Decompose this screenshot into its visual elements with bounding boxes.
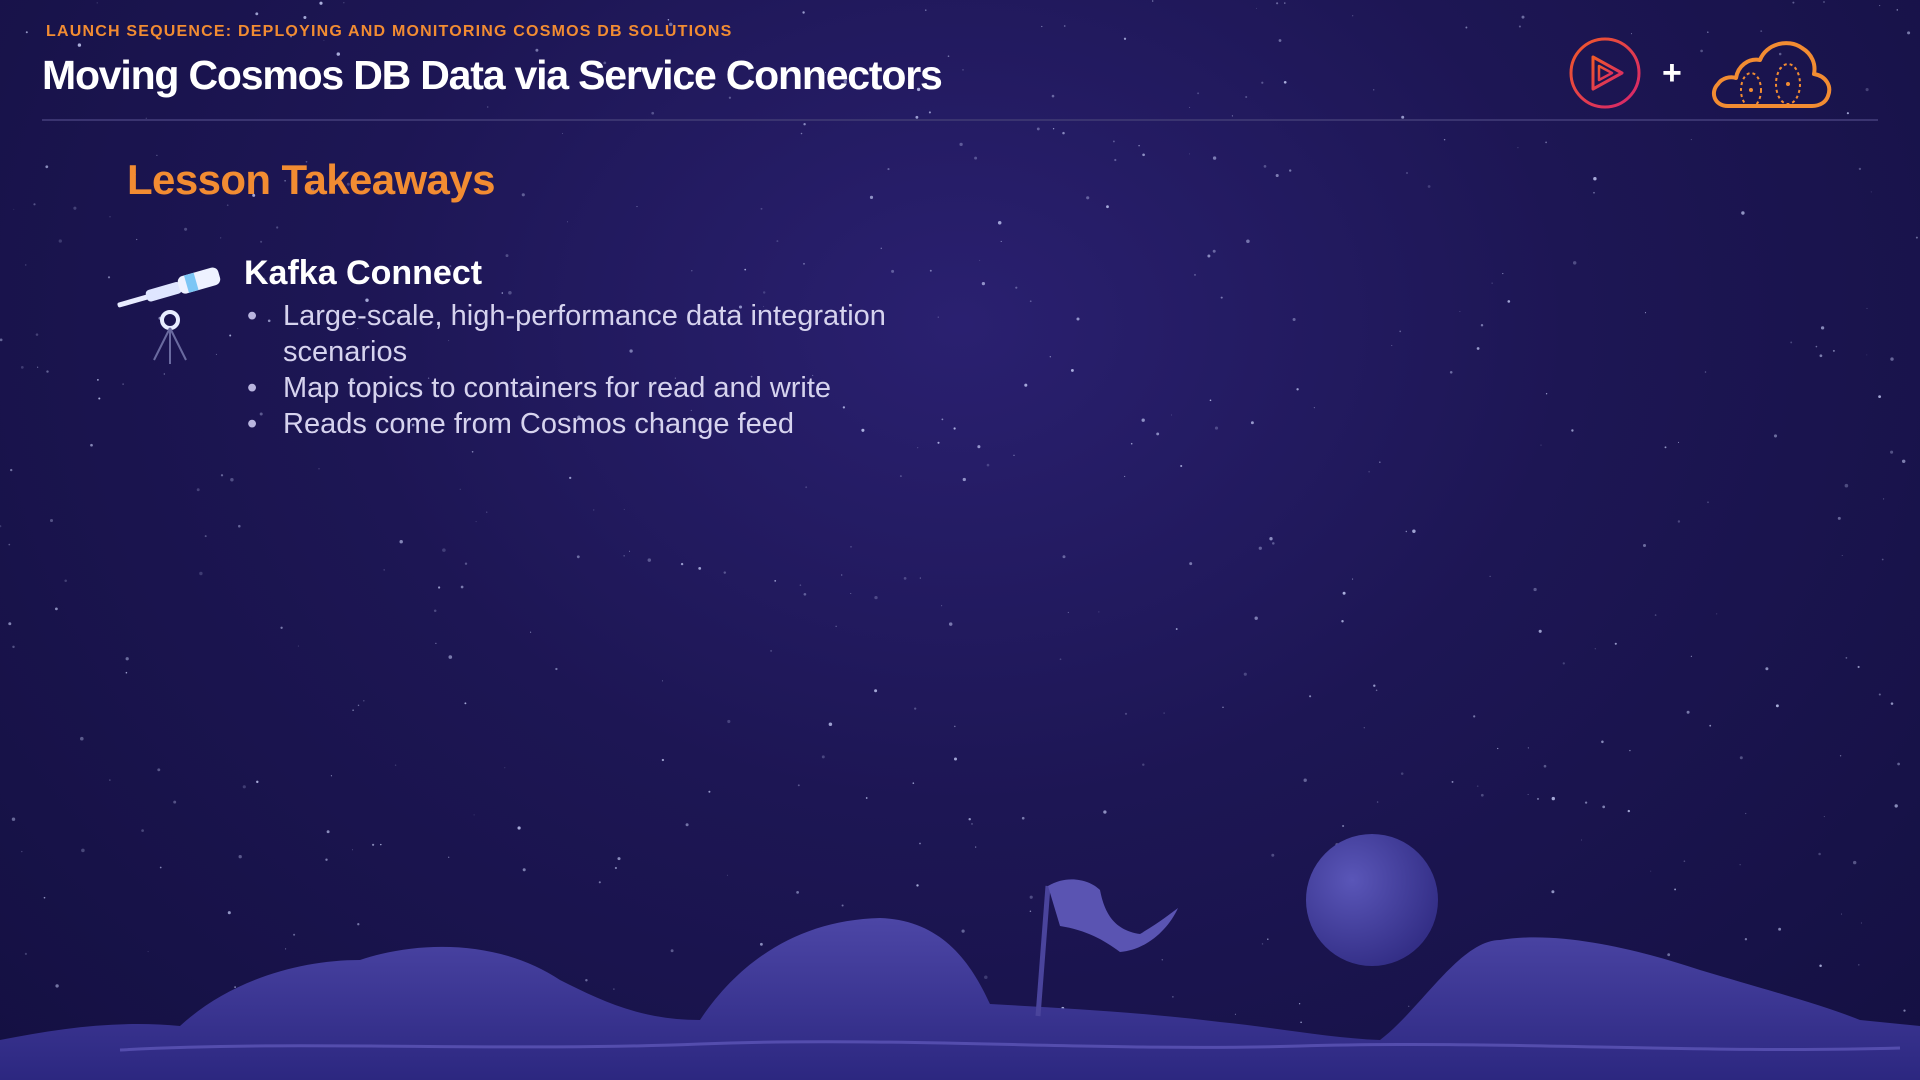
section-heading: Lesson Takeaways xyxy=(127,156,495,203)
list-item: • Large-scale, high-performance data int… xyxy=(245,298,925,370)
takeaway-bullet-list: • Large-scale, high-performance data int… xyxy=(245,298,925,442)
play-logo-icon xyxy=(1569,37,1641,109)
flag-shape xyxy=(1048,879,1178,952)
flag-pole xyxy=(1035,885,1051,1017)
bullet-text: Map topics to containers for read and wr… xyxy=(283,372,832,404)
slide-title: Moving Cosmos DB Data via Service Connec… xyxy=(42,52,943,98)
slide-header: LAUNCH SEQUENCE: DEPLOYING AND MONITORIN… xyxy=(0,0,1920,122)
telescope-icon xyxy=(117,267,221,364)
moon-surface xyxy=(0,918,1920,1080)
cloud-logo-icon xyxy=(1711,41,1832,108)
bullet-marker: • xyxy=(247,408,258,440)
bullet-marker: • xyxy=(247,300,258,332)
takeaway-title: Kafka Connect xyxy=(244,254,483,292)
bullet-text: Large-scale, high-performance data integ… xyxy=(283,300,886,368)
moon-landscape-illustration xyxy=(0,834,1920,1080)
bullet-marker: • xyxy=(247,372,258,404)
bullet-text: Reads come from Cosmos change feed xyxy=(283,408,794,440)
course-eyebrow: LAUNCH SEQUENCE: DEPLOYING AND MONITORIN… xyxy=(46,23,733,40)
list-item: • Map topics to containers for read and … xyxy=(245,370,925,406)
list-item: • Reads come from Cosmos change feed xyxy=(245,406,925,442)
header-divider xyxy=(42,119,1878,121)
planet-shape xyxy=(1306,834,1438,966)
plus-sign: + xyxy=(1662,54,1682,92)
